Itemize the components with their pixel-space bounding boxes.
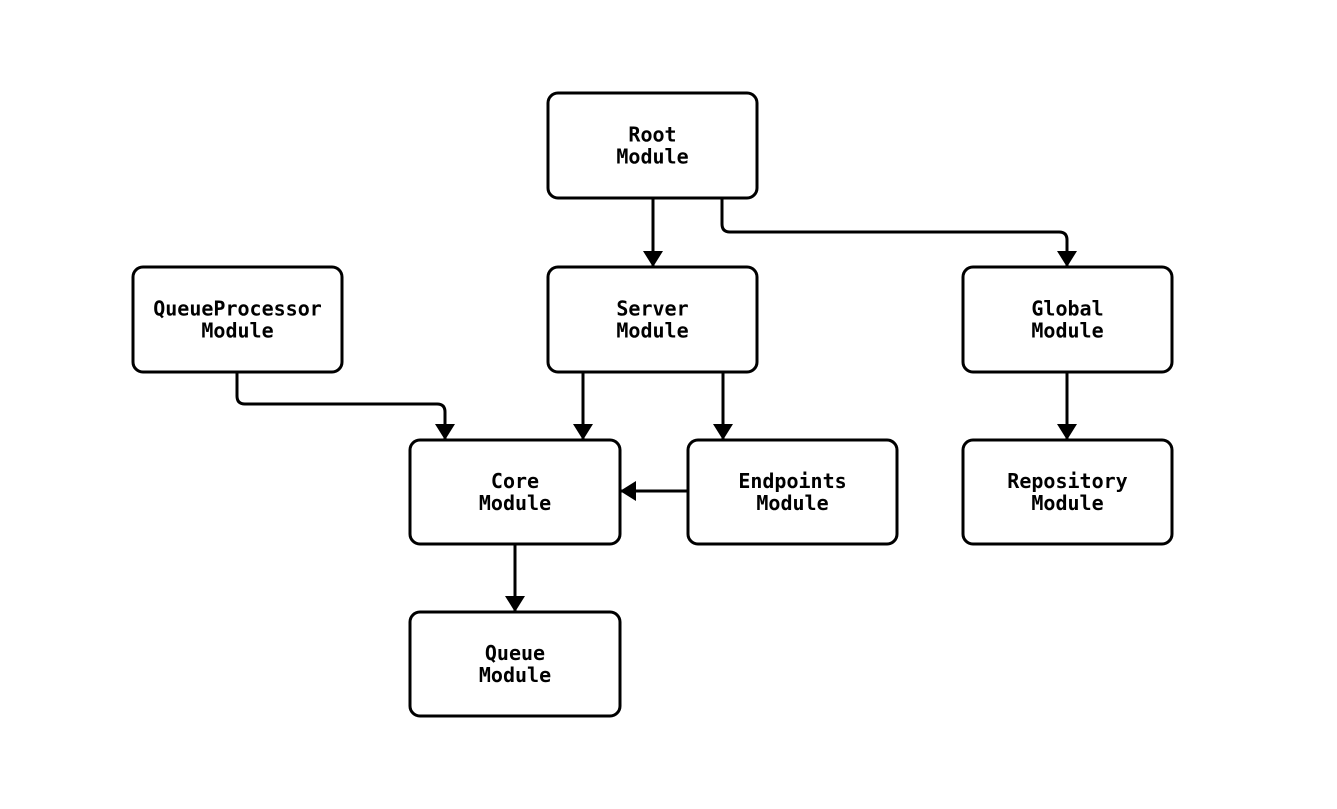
node-label-line: Queue — [485, 641, 545, 665]
edge-queueprocessor-to-core — [235, 372, 455, 440]
edges-layer — [235, 198, 1077, 612]
node-label-line: Module — [756, 491, 828, 515]
node-label-line: Module — [1031, 319, 1103, 343]
node-label-line: Module — [479, 663, 551, 687]
node-box — [546, 265, 759, 374]
node-label-line: Module — [616, 319, 688, 343]
node-label-line: Module — [479, 491, 551, 515]
node-box — [961, 265, 1174, 374]
node-label-line: Root — [628, 123, 676, 147]
node-box — [408, 438, 622, 546]
node-label-line: Server — [616, 297, 688, 321]
node-box — [686, 438, 899, 546]
edge-root-to-global — [720, 198, 1077, 267]
node-label-line: Module — [616, 145, 688, 169]
node-label-line: Global — [1031, 297, 1103, 321]
node-label-line: Module — [201, 319, 273, 343]
node-box — [546, 91, 759, 200]
node-box — [408, 610, 622, 718]
node-box — [131, 265, 344, 374]
node-label-line: Module — [1031, 491, 1103, 515]
node-label-line: Repository — [1007, 469, 1127, 493]
node-label-line: Core — [491, 469, 539, 493]
node-box — [961, 438, 1174, 546]
node-label-line: Endpoints — [738, 469, 846, 493]
node-label-line: QueueProcessor — [153, 297, 322, 321]
